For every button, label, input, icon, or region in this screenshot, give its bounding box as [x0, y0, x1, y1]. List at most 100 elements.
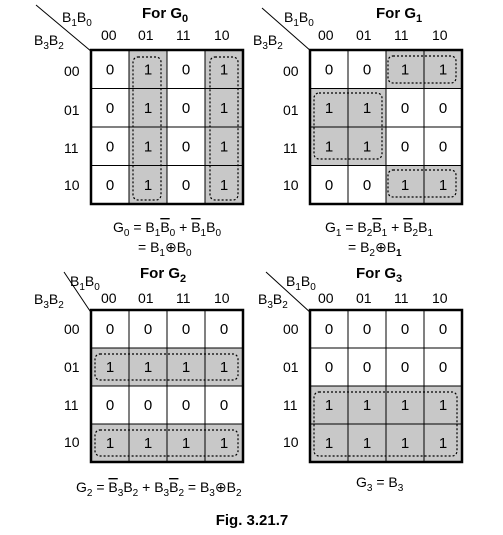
kmap-cell-value: 1: [325, 100, 333, 117]
kmap-cell-value: 0: [144, 397, 152, 414]
kmap-cell-value: 0: [401, 321, 409, 338]
kmap-border: [308, 48, 464, 206]
corner-divider: [63, 271, 93, 315]
kmap-cell-value: 0: [439, 359, 447, 376]
kmap-cell-value: 1: [182, 359, 190, 376]
group-loop: [94, 429, 239, 457]
kmap-cell-value: 0: [325, 321, 333, 338]
row-header: 11: [64, 397, 79, 413]
kmap-cell-value: 0: [363, 321, 371, 338]
kmap-g0: For G0 B1B0 B3B2 00 01 11 10 00 01 11 10…: [34, 4, 245, 259]
kmap-cell: [90, 309, 130, 349]
kmap-border: [89, 308, 245, 464]
col-header: 10: [214, 290, 230, 306]
kmap-border: [89, 48, 245, 206]
equation-line-2: = B1⊕B0: [138, 239, 192, 259]
kmap-cell-value: 1: [401, 61, 409, 78]
col-header: 11: [394, 290, 409, 306]
group-loop: [313, 391, 458, 457]
kmap-cell-value: 1: [325, 138, 333, 155]
kmap-g3: For G3 B1B0 B3B2 00 01 11 10 00 01 11 10…: [258, 265, 464, 494]
kmap-cell: [347, 126, 387, 166]
equation: G1 = B2B1 + B2B1: [325, 219, 433, 239]
kmap-cell: [347, 88, 387, 128]
row-header: 01: [283, 359, 299, 375]
group-loop: [387, 55, 457, 84]
kmap-cell-value: 1: [144, 61, 152, 78]
kmap-cell-value: 1: [144, 100, 152, 117]
kmap-cell-value: 0: [182, 138, 190, 155]
kmap-title: For G2: [140, 265, 186, 285]
row-header: 00: [283, 63, 299, 79]
col-var-label: B1B0: [286, 273, 316, 293]
kmap-cell-value: 1: [144, 177, 152, 194]
row-header: 11: [283, 397, 298, 413]
row-var-label: B3B2: [34, 291, 64, 311]
kmap-cell-value: 0: [182, 177, 190, 194]
kmap-title: For G1: [376, 5, 422, 25]
group-loop: [209, 56, 239, 201]
kmap-cell-value: 1: [106, 359, 114, 376]
col-header: 11: [394, 27, 409, 43]
group-loop: [387, 169, 457, 198]
kmap-cell: [423, 126, 463, 166]
kmap-cell: [166, 126, 206, 166]
kmap-cell-value: 0: [106, 321, 114, 338]
kmap-cell: [166, 165, 206, 205]
row-var-label: B3B2: [258, 291, 288, 311]
kmap-cell-value: 1: [325, 397, 333, 414]
col-header: 01: [356, 290, 372, 306]
kmap-cell-value: 0: [182, 321, 190, 338]
kmap-cell-value: 0: [439, 321, 447, 338]
col-header: 00: [101, 290, 117, 306]
kmap-cell-value: 0: [220, 321, 228, 338]
kmap-cell-value: 0: [439, 138, 447, 155]
kmap-cell-value: 1: [401, 177, 409, 194]
row-header: 10: [283, 434, 299, 450]
kmap-cell-value: 1: [220, 359, 228, 376]
corner-divider: [35, 4, 93, 53]
col-header: 01: [138, 290, 154, 306]
kmap-cell-value: 1: [401, 397, 409, 414]
kmap-cell-value: 0: [106, 138, 114, 155]
kmap-cell-value: 0: [182, 100, 190, 117]
kmap-cell-value: 0: [106, 61, 114, 78]
group-loop: [313, 92, 383, 160]
col-header: 10: [432, 27, 448, 43]
kmap-cell-value: 0: [106, 100, 114, 117]
kmap-cell-value: 0: [106, 397, 114, 414]
kmap-cell-value: 0: [182, 397, 190, 414]
kmap-cell: [347, 49, 387, 89]
col-header: 00: [101, 27, 117, 43]
col-header: 11: [176, 290, 191, 306]
kmap-cell-value: 1: [144, 359, 152, 376]
row-header: 10: [283, 177, 299, 193]
kmap-cell-value: 1: [439, 61, 447, 78]
col-header: 10: [214, 27, 230, 43]
kmap-cell-value: 1: [144, 435, 152, 452]
row-header: 11: [64, 140, 79, 156]
kmap-cell-value: 1: [363, 435, 371, 452]
kmap-cell-value: 0: [144, 321, 152, 338]
kmap-g2: For G2 B1B0 B3B2 00 01 11 10 00 01 11 10…: [34, 265, 245, 499]
kmap-cell-value: 1: [106, 435, 114, 452]
kmap-g1: For G1 B1B0 B3B2 00 01 11 10 00 01 11 10…: [253, 5, 464, 259]
kmap-cell-value: 0: [363, 359, 371, 376]
equation-line-2: = B2⊕B1: [348, 239, 402, 259]
col-var-label: B1B0: [284, 9, 314, 29]
col-header: 11: [176, 27, 191, 43]
kmap-cell-value: 1: [220, 435, 228, 452]
corner-divider: [261, 7, 313, 53]
kmap-cell: [385, 126, 425, 166]
kmap-cell: [423, 309, 463, 349]
kmap-cell-value: 1: [439, 397, 447, 414]
kmap-cell-value: 1: [363, 100, 371, 117]
kmap-cell-value: 0: [439, 100, 447, 117]
row-header: 10: [64, 177, 80, 193]
kmap-cell-value: 0: [401, 138, 409, 155]
kmap-cell-value: 1: [220, 177, 228, 194]
kmap-cell-value: 0: [182, 61, 190, 78]
equation: G0 = B1B0 + B1B0: [113, 219, 221, 239]
kmap-cell-value: 1: [401, 435, 409, 452]
kmap-cell-value: 0: [325, 177, 333, 194]
